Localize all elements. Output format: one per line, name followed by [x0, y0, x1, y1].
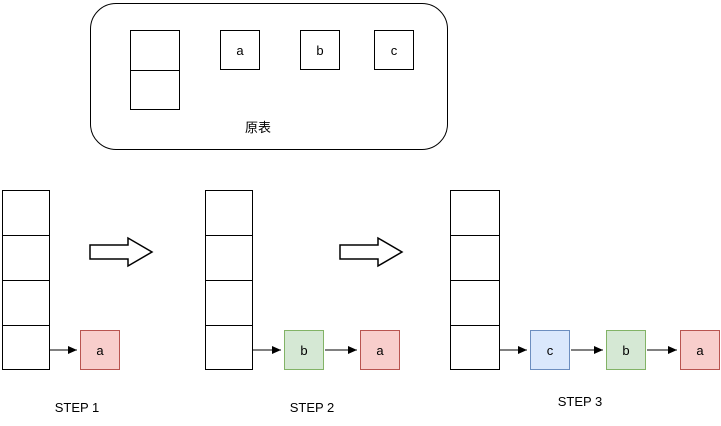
original-node-b: b	[300, 30, 340, 70]
original-node-c: c	[374, 30, 414, 70]
step1-node-a: a	[80, 330, 120, 370]
step2-node-b: b	[284, 330, 324, 370]
step1-head-column	[2, 190, 50, 370]
original-node-a: a	[220, 30, 260, 70]
transition-arrow-step1-step2	[89, 236, 154, 268]
original-head-node	[130, 30, 180, 110]
step3-node-c: c	[530, 330, 570, 370]
column-divider	[451, 280, 499, 281]
column-divider	[3, 325, 49, 326]
transition-arrow-step2-step3	[339, 236, 404, 268]
original-list-caption: 原表	[244, 120, 271, 135]
column-divider	[3, 235, 49, 236]
step3-head-column	[450, 190, 500, 370]
column-divider	[451, 235, 499, 236]
column-divider	[451, 325, 499, 326]
column-divider	[3, 280, 49, 281]
step2-node-a: a	[360, 330, 400, 370]
column-divider	[206, 280, 252, 281]
step2-label: STEP 2	[289, 400, 335, 415]
column-divider	[206, 325, 252, 326]
step3-node-b: b	[606, 330, 646, 370]
column-divider	[206, 235, 252, 236]
step2-head-column	[205, 190, 253, 370]
step1-label: STEP 1	[54, 400, 100, 415]
step3-label: STEP 3	[557, 394, 603, 409]
step3-node-a: a	[680, 330, 720, 370]
head-node-divider	[131, 70, 179, 71]
